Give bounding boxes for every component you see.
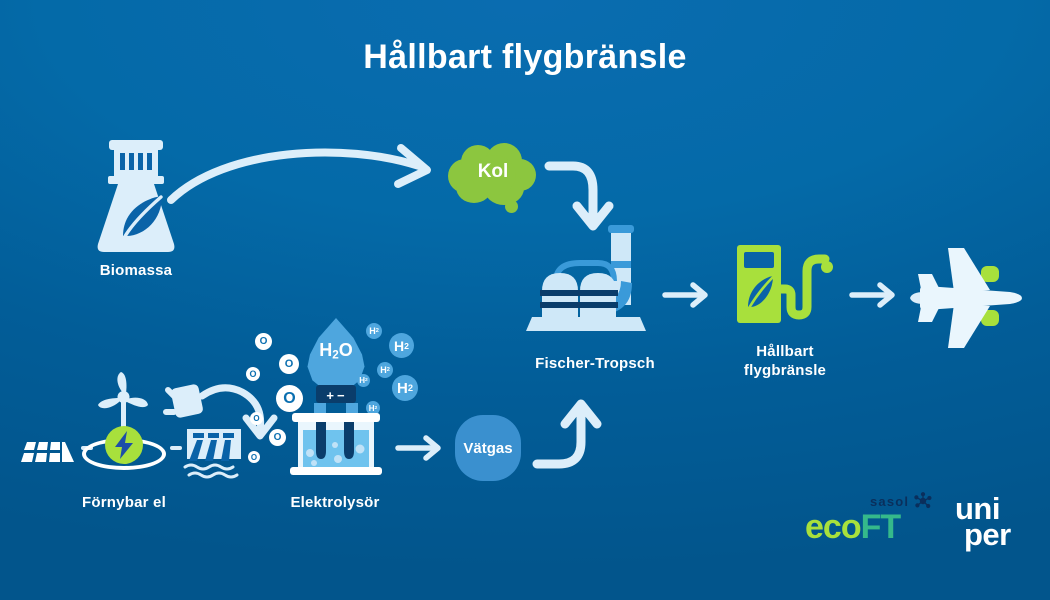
curved-arrow-coal-to-plant [544, 160, 625, 240]
water-drop-h: H [319, 340, 333, 360]
sustainable-fuel-label-line1: Hållbart [756, 343, 814, 360]
ecoft-logo-ft: FT [860, 508, 902, 546]
water-drop-o: O [338, 340, 353, 360]
coal-cloud-icon: Kol [448, 143, 538, 207]
sasol-logo-word: sasol [870, 493, 910, 509]
uniper-logo-line1: uni [955, 491, 1000, 526]
biomass-label: Biomassa [99, 262, 173, 279]
oxygen-molecule-bubble: O [276, 385, 303, 412]
oxygen-molecule-bubble: O [246, 367, 260, 381]
arrow-fuel-to-plane [849, 280, 898, 310]
coal-label: Kol [477, 161, 509, 182]
oxygen-molecule-bubble: O [255, 333, 272, 350]
connector-dash-2 [170, 446, 182, 450]
oxygen-molecule-bubble: O [248, 451, 260, 463]
sustainable-fuel-label-line2: flygbränsle [743, 361, 827, 379]
curved-arrow-biomass-to-coal [165, 140, 445, 210]
coal-cloud-dot-icon [505, 200, 518, 213]
ecoft-logo: ecoFT [805, 508, 902, 547]
uniper-logo-line2: per [964, 516, 1011, 552]
electrolyser-label: Elektrolysör [290, 494, 380, 511]
curved-arrow-hydrogen-to-plant [532, 398, 613, 474]
airplane-icon [898, 248, 1028, 350]
hydrogen-bubble-icon: Vätgas [455, 415, 521, 481]
arrow-plant-to-fuel [662, 280, 711, 310]
turbine-connector-dash [122, 409, 126, 421]
page-title: Hållbart flygbränsle [363, 38, 687, 76]
fischer-tropsch-label: Fischer-Tropsch [535, 355, 655, 372]
minus-terminal-label: − [337, 388, 348, 403]
electrolyser-terminals: +− [316, 388, 358, 403]
solar-panel-icon [21, 432, 76, 470]
ecoft-logo-eco: eco [805, 508, 862, 546]
hydro-dam-icon [183, 425, 245, 481]
sasol-logo: sasol [870, 492, 932, 510]
plus-terminal-label: + [326, 388, 337, 403]
sustainable-fuel-label: Hållbart flygbränsle [700, 343, 870, 381]
biomass-silo-leaf-icon [88, 140, 184, 255]
oxygen-molecule-bubble: O [269, 429, 286, 446]
renewable-power-label: Förnybar el [82, 494, 166, 511]
sasol-molecule-icon [914, 492, 932, 510]
refinery-plant-icon [526, 225, 658, 335]
water-drop-label: H2O [305, 340, 367, 361]
arrow-electrolyser-to-hydrogen [395, 433, 444, 463]
uniper-logo: uni per [955, 491, 1011, 552]
wind-turbine-icon [95, 372, 153, 444]
water-drop-sub: 2 [332, 348, 339, 362]
oxygen-molecule-bubble: O [279, 354, 299, 374]
energy-bolt-icon [104, 425, 144, 465]
oxygen-molecule-bubble: O [250, 412, 263, 425]
fuel-pump-leaf-icon [735, 245, 835, 325]
electrolyser-tank-icon [288, 385, 384, 477]
hydrogen-label: Vätgas [463, 439, 513, 457]
